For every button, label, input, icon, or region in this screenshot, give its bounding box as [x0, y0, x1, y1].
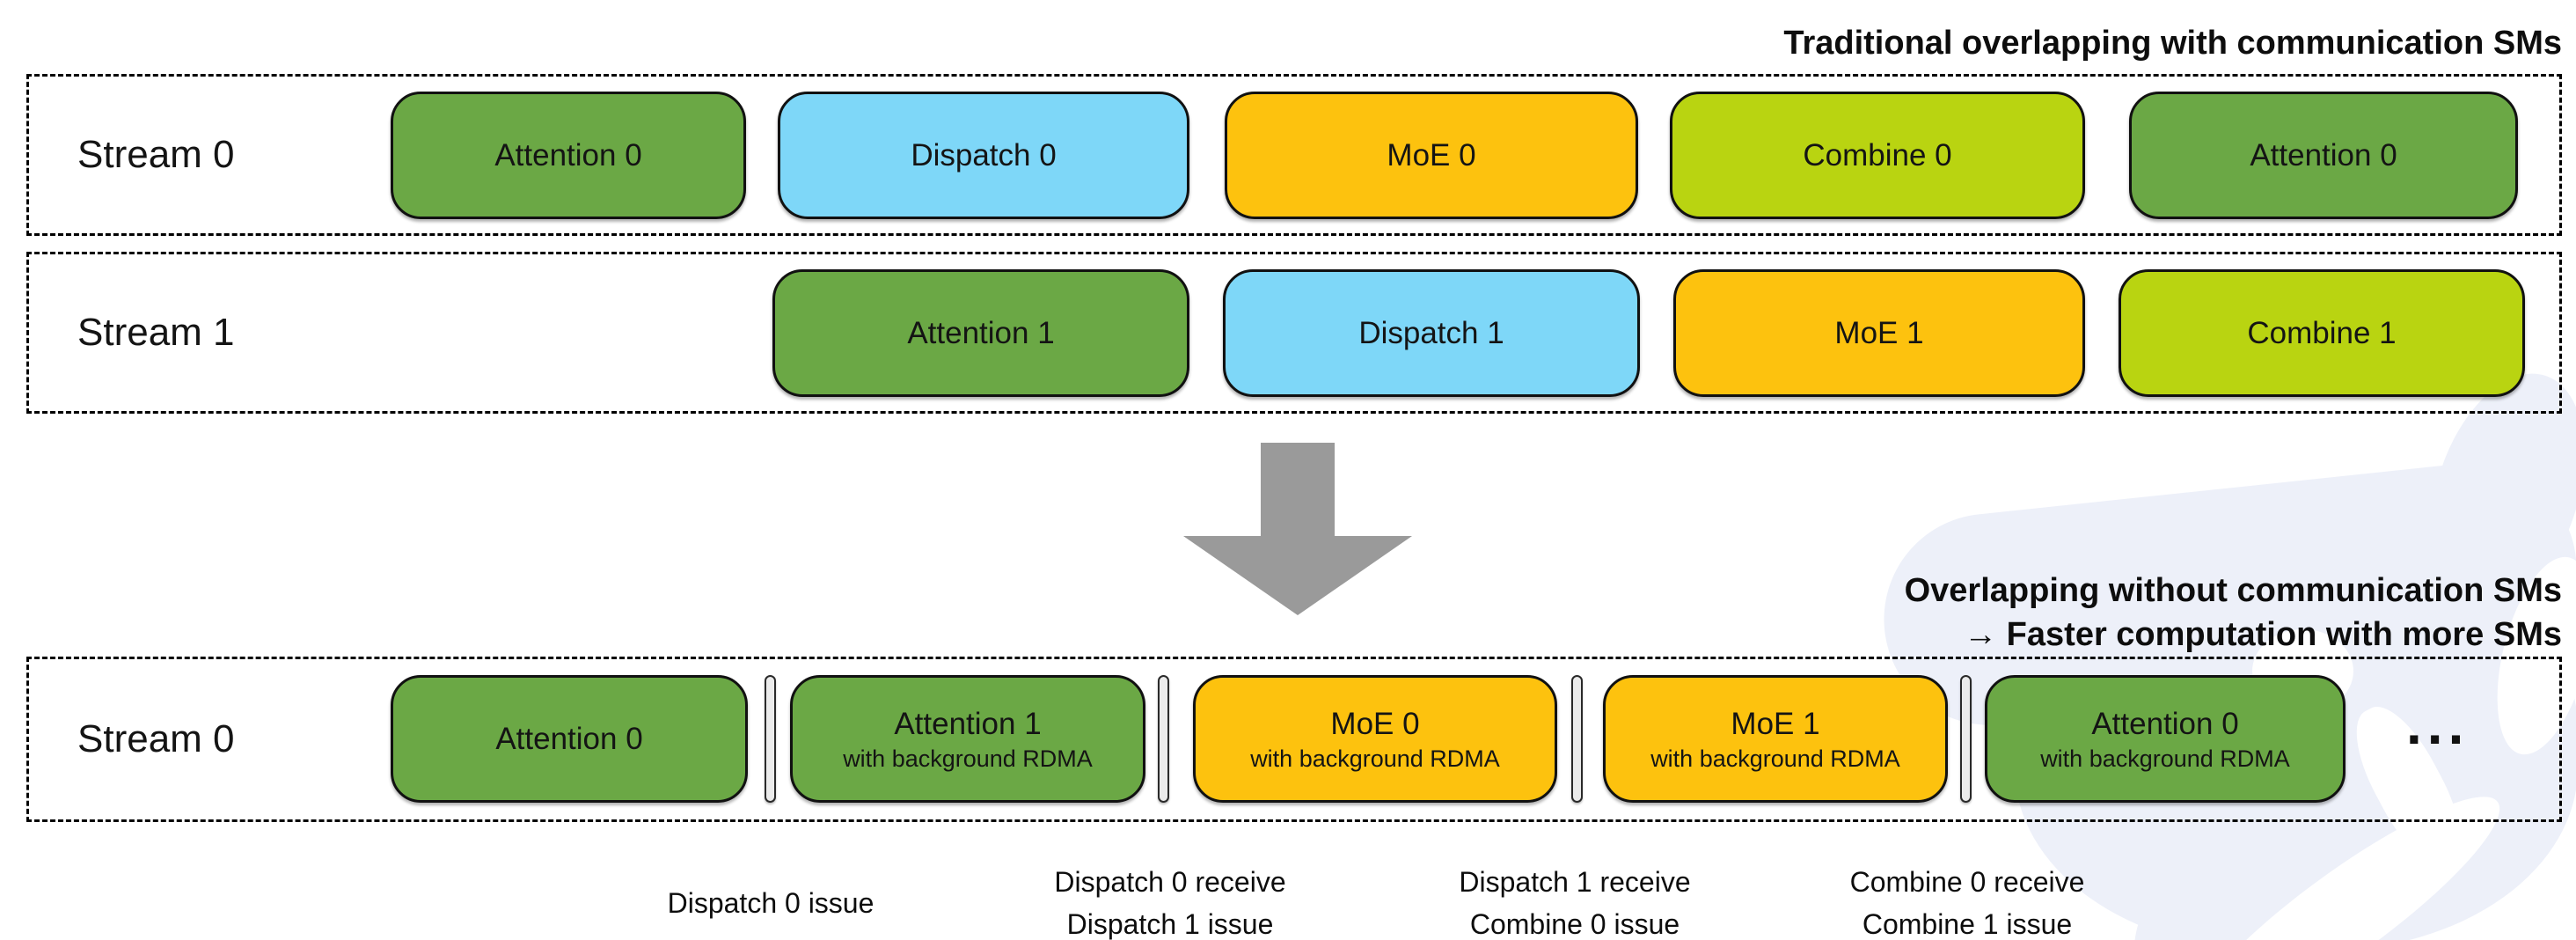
top-section-title: Traditional overlapping with communicati…: [1783, 21, 2562, 65]
stream-split-bar: [1158, 675, 1169, 803]
annotation-dispatch-0-issue: Dispatch 0 issue: [667, 887, 875, 919]
annotation-combine-0-receive: Combine 0 receive Combine 1 issue: [1849, 866, 2085, 940]
stream-1-label: Stream 1: [77, 311, 235, 354]
block-dispatch-0: Dispatch 0: [778, 92, 1189, 219]
stream-1-box: Stream 1: [26, 252, 2562, 414]
block-dispatch-1: Dispatch 1: [1223, 269, 1640, 397]
annotation-dispatch-0-receive: Dispatch 0 receive Dispatch 1 issue: [1054, 866, 1286, 940]
stream-0-bottom-box: Stream 0: [26, 657, 2562, 822]
bottom-title-line2: → Faster computation with more SMs: [1964, 616, 2562, 653]
down-arrow-icon: [1183, 443, 1412, 615]
block-attention-1-rdma: Attention 1 with background RDMA: [790, 675, 1145, 803]
stream-0-bottom-label: Stream 0: [77, 717, 235, 760]
block-combine-0: Combine 0: [1670, 92, 2085, 219]
continuation-ellipsis: ...: [2406, 693, 2470, 756]
block-attention-0-next: Attention 0: [2129, 92, 2518, 219]
block-moe-1-rdma: MoE 1 with background RDMA: [1603, 675, 1948, 803]
block-attention-0-next-rdma: Attention 0 with background RDMA: [1985, 675, 2345, 803]
annotation-dispatch-1-receive: Dispatch 1 receive Combine 0 issue: [1459, 866, 1691, 940]
stream-0-top-box: Stream 0: [26, 74, 2562, 236]
block-attention-1: Attention 1: [772, 269, 1189, 397]
bottom-title-line1: Overlapping without communication SMs: [1904, 572, 2562, 609]
stream-split-bar: [1960, 675, 1972, 803]
stream-0-top-label: Stream 0: [77, 133, 235, 176]
block-combine-1: Combine 1: [2119, 269, 2525, 397]
block-attention-0: Attention 0: [391, 92, 746, 219]
block-moe-0: MoE 0: [1225, 92, 1638, 219]
block-attention-0-fused: Attention 0: [391, 675, 748, 803]
stream-split-bar: [1571, 675, 1583, 803]
stream-split-bar: [765, 675, 776, 803]
block-moe-0-rdma: MoE 0 with background RDMA: [1193, 675, 1557, 803]
bottom-section-title: Overlapping without communication SMs → …: [1905, 569, 2562, 657]
top-title-text: Traditional overlapping with communicati…: [1783, 25, 2562, 62]
block-moe-1: MoE 1: [1673, 269, 2085, 397]
